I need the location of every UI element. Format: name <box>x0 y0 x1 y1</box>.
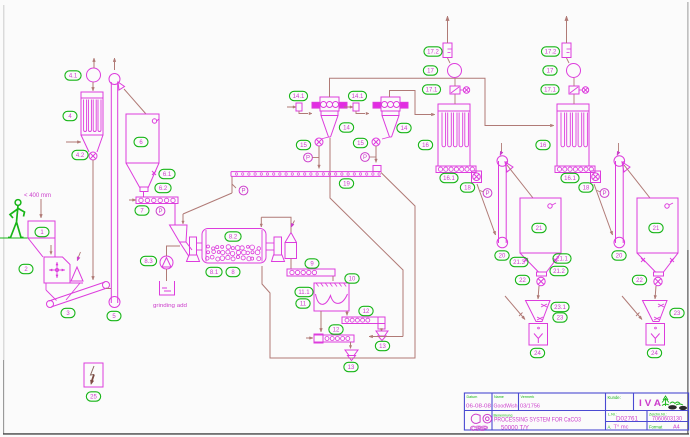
svg-text:L.Nr.:: L.Nr.: <box>608 413 617 417</box>
svg-text:Name: Name <box>494 395 504 399</box>
svg-text:PROCESSING SYSTEM FOR CaCO3: PROCESSING SYSTEM FOR CaCO3 <box>494 417 581 424</box>
svg-text:P: P <box>306 156 310 162</box>
svg-text:24: 24 <box>651 351 658 357</box>
svg-text:25: 25 <box>90 395 97 401</box>
svg-text:Format: Format <box>649 425 663 430</box>
svg-text:13: 13 <box>379 344 386 350</box>
svg-text:P: P <box>485 191 489 197</box>
svg-text:13: 13 <box>348 365 355 371</box>
svg-text:P: P <box>241 189 245 195</box>
svg-text:22: 22 <box>636 278 643 284</box>
svg-text:17.2: 17.2 <box>545 50 557 56</box>
svg-text:A4: A4 <box>673 425 680 431</box>
svg-text:21.1: 21.1 <box>556 257 568 263</box>
svg-text:23.1: 23.1 <box>554 305 566 311</box>
svg-text:15: 15 <box>300 143 307 149</box>
svg-text:8.3: 8.3 <box>144 259 153 265</box>
svg-text:7060603130: 7060603130 <box>652 417 683 423</box>
svg-text:1: 1 <box>40 230 44 236</box>
svg-text:16: 16 <box>540 143 547 149</box>
svg-text:16.1: 16.1 <box>564 176 576 182</box>
svg-text:15: 15 <box>357 141 364 147</box>
svg-text:Kunde:: Kunde: <box>608 395 621 400</box>
svg-text:Benennung: Benennung <box>494 414 513 418</box>
svg-text:17: 17 <box>547 69 554 75</box>
svg-text:17.1: 17.1 <box>426 88 438 94</box>
svg-text:T° mc: T° mc <box>614 425 630 431</box>
svg-text:Datum: Datum <box>467 395 478 399</box>
svg-text:3: 3 <box>66 311 70 317</box>
svg-text:grinding add: grinding add <box>153 303 187 309</box>
svg-text:20: 20 <box>499 254 506 260</box>
svg-text:8.1: 8.1 <box>210 270 219 276</box>
svg-text:6.1: 6.1 <box>163 172 172 178</box>
svg-text:14: 14 <box>401 126 408 132</box>
svg-text:A.: A. <box>608 425 612 430</box>
svg-text:10: 10 <box>349 277 356 283</box>
svg-text:23: 23 <box>557 316 564 322</box>
svg-text:8.2: 8.2 <box>229 235 238 241</box>
svg-text:14.1: 14.1 <box>293 94 305 100</box>
svg-text:22: 22 <box>519 278 526 284</box>
svg-text:20: 20 <box>616 254 623 260</box>
svg-text:17: 17 <box>427 69 434 75</box>
svg-text:P: P <box>602 191 606 197</box>
svg-text:6.2: 6.2 <box>159 186 168 192</box>
svg-text:I V A: I V A <box>639 398 662 408</box>
svg-text:50000 T/Y: 50000 T/Y <box>501 425 529 432</box>
svg-text:P: P <box>363 155 367 161</box>
svg-text:CRP: CRP <box>470 426 488 433</box>
svg-text:17.2: 17.2 <box>427 50 439 56</box>
svg-text:11: 11 <box>300 302 307 308</box>
svg-text:4.1: 4.1 <box>69 74 78 80</box>
svg-text:6: 6 <box>139 140 143 146</box>
svg-text:19: 19 <box>343 182 350 188</box>
svg-text:< 400 mm: < 400 mm <box>24 193 51 199</box>
svg-text:14.1: 14.1 <box>352 94 364 100</box>
svg-text:Vermerk: Vermerk <box>521 395 535 399</box>
svg-text:4: 4 <box>68 114 72 120</box>
svg-text:21.3: 21.3 <box>513 260 525 266</box>
svg-text:2: 2 <box>24 267 28 273</box>
svg-text:Zeichn.Nr.:: Zeichn.Nr.: <box>649 413 667 417</box>
svg-text:21.2: 21.2 <box>553 269 565 275</box>
svg-text:24: 24 <box>534 351 541 357</box>
svg-text:P: P <box>158 209 162 215</box>
svg-text:14: 14 <box>343 126 350 132</box>
svg-text:17.1: 17.1 <box>544 88 556 94</box>
svg-text:16: 16 <box>422 143 429 149</box>
svg-text:06-08-08: 06-08-08 <box>466 404 491 410</box>
svg-text:03/1756: 03/1756 <box>520 404 540 410</box>
svg-text:18: 18 <box>583 186 590 192</box>
svg-text:GoodWish: GoodWish <box>494 404 518 410</box>
svg-text:23: 23 <box>674 311 681 317</box>
svg-text:D02761: D02761 <box>616 417 639 423</box>
svg-text:12: 12 <box>363 309 370 315</box>
svg-text:5: 5 <box>112 314 116 320</box>
svg-text:9: 9 <box>310 262 314 268</box>
svg-text:18: 18 <box>464 186 471 192</box>
svg-text:16.1: 16.1 <box>443 176 455 182</box>
svg-text:21: 21 <box>536 226 543 232</box>
svg-text:21: 21 <box>653 226 660 232</box>
svg-text:7: 7 <box>140 209 144 215</box>
svg-text:4.2: 4.2 <box>76 153 85 159</box>
svg-text:12: 12 <box>333 328 340 334</box>
svg-text:11.1: 11.1 <box>298 290 310 296</box>
svg-text:8: 8 <box>231 270 235 276</box>
